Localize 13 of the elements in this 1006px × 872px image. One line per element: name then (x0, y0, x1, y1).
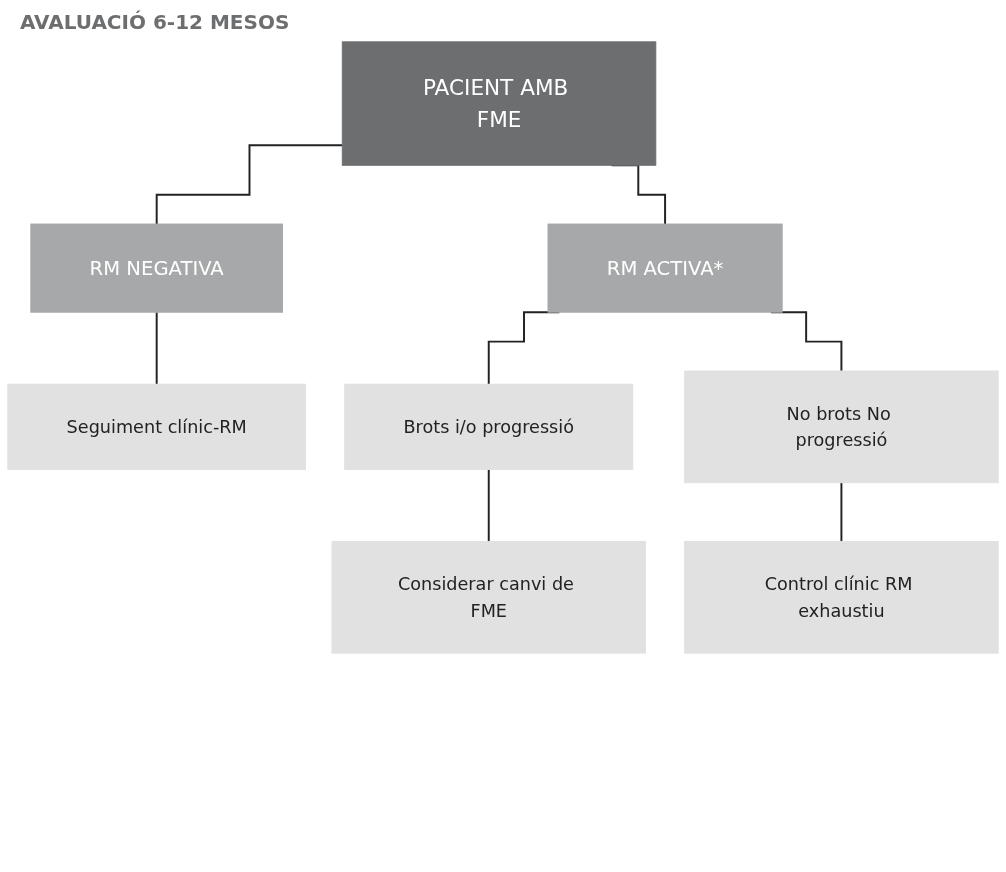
node-box: RM ACTIVA* (547, 223, 783, 313)
node-box: Brots i/o progressió (344, 383, 634, 470)
node-box: Considerar canvi de FME (331, 540, 646, 654)
node-box: RM NEGATIVA (30, 223, 284, 313)
node-box: Seguiment clínic-RM (7, 383, 306, 470)
connector (155, 144, 344, 226)
node-box: Control clínic RM exhaustiu (684, 540, 999, 654)
connector (840, 481, 843, 543)
connector (155, 311, 158, 386)
connector (487, 468, 490, 543)
node-box: No brots No progressió (684, 370, 999, 484)
note-text: AVALUACIÓ 6-12 MESOS (20, 10, 290, 34)
node-box: PACIENT AMB FME (341, 41, 657, 166)
